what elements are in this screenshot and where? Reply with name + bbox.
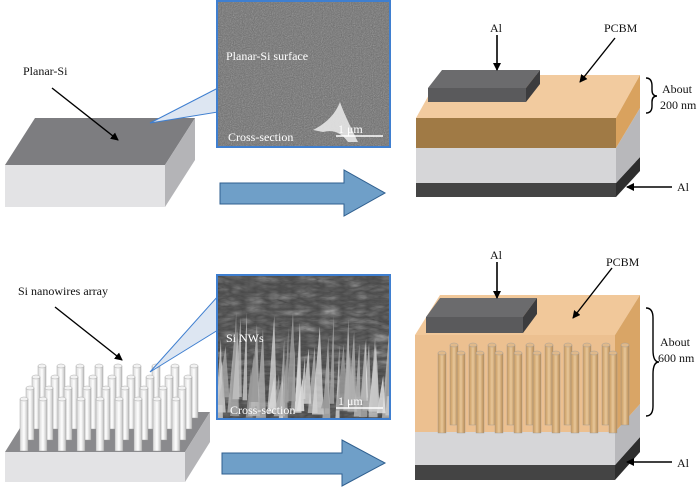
embedded-nanowire — [582, 342, 592, 426]
pcbm-pointer-2 — [572, 267, 613, 319]
sem-spike — [273, 381, 286, 417]
process-arrow-bottom — [221, 439, 387, 487]
thickness-value-1: 200 nm — [660, 98, 697, 112]
sem-scale-label-2: 1 μm — [338, 394, 363, 408]
nanowire — [76, 396, 86, 452]
embedded-nanowire — [589, 350, 599, 434]
al-top-label-1: Al — [490, 21, 502, 35]
embedded-nanowire — [620, 342, 630, 426]
planar-device — [416, 70, 640, 197]
embedded-nanowire — [475, 350, 485, 434]
embedded-nanowire — [494, 350, 504, 434]
sem-spike — [368, 344, 380, 412]
embedded-nanowire — [449, 342, 459, 426]
thickness-brace-2 — [645, 307, 660, 417]
sem-callout-bottom — [149, 294, 219, 373]
sem-cross-section-label-2: Cross-section — [230, 403, 296, 417]
thickness-about-2: About — [660, 335, 690, 349]
sem-spike — [385, 381, 389, 416]
embedded-nanowire — [525, 342, 535, 426]
sem-spike — [381, 332, 389, 418]
sem-image-nanowires: Si NWs Cross-section 1 μm — [216, 274, 391, 420]
embedded-nanowire — [544, 342, 554, 426]
embedded-nanowire — [468, 342, 478, 426]
sem-cross-section-label: Cross-section — [228, 130, 294, 144]
sem-spike — [344, 347, 353, 406]
embedded-nanowire — [563, 342, 573, 426]
thickness-value-2: 600 nm — [658, 351, 695, 365]
pcbm-label-2: PCBM — [606, 255, 640, 269]
planar-si-block — [5, 118, 195, 207]
sem-spike — [321, 382, 330, 409]
nanowire — [38, 396, 48, 452]
sem-spike — [242, 312, 248, 401]
al-top-label-2: Al — [490, 248, 502, 262]
embedded-nanowire — [456, 350, 466, 434]
nanowire — [171, 396, 181, 452]
sem-callout-top — [149, 87, 219, 124]
sem-spike — [218, 378, 225, 405]
sem-spike — [232, 329, 240, 400]
al-bottom-label-2: Al — [677, 456, 689, 470]
sem-nw-label: Si NWs — [226, 331, 264, 345]
sem-spike — [358, 342, 368, 417]
embedded-nanowire — [487, 342, 497, 426]
sem-spike — [353, 343, 361, 417]
embedded-nanowire — [506, 342, 516, 426]
sem-spike — [302, 348, 312, 404]
thickness-about-1: About — [662, 82, 692, 96]
nanowire — [177, 385, 187, 441]
sem-spike — [248, 347, 259, 402]
nanowire — [114, 396, 124, 452]
pcbm-label-1: PCBM — [604, 21, 638, 35]
embedded-nanowires — [437, 342, 630, 434]
nanowire-array — [19, 363, 199, 452]
nanowire-pointer — [54, 306, 123, 361]
embedded-nanowire — [551, 350, 561, 434]
sem-scale-label: 1 μm — [338, 122, 363, 136]
thickness-brace-1 — [645, 77, 658, 114]
embedded-nanowire — [601, 342, 611, 426]
sem-spike — [294, 322, 302, 413]
nanowire — [133, 396, 143, 452]
sem-spike — [389, 326, 391, 420]
nanowires-array-label: Si nanowires array — [18, 284, 108, 298]
embedded-nanowire — [608, 350, 618, 434]
embedded-nanowire — [532, 350, 542, 434]
nanowire — [57, 396, 67, 452]
sem-texture-planar — [218, 2, 389, 146]
nanowire — [19, 396, 29, 452]
sem-texture-nanowires — [218, 276, 391, 420]
sem-nanowire-spikes — [218, 311, 391, 420]
planar-si-pointer — [51, 87, 119, 141]
sem-spike — [284, 327, 289, 403]
nanowire — [95, 396, 105, 452]
nanowire — [152, 396, 162, 452]
embedded-nanowire — [513, 350, 523, 434]
sem-spike — [311, 326, 324, 415]
embedded-nanowire — [570, 350, 580, 434]
sem-image-planar: Planar-Si surface Cross-section 1 μm — [216, 0, 391, 148]
embedded-nanowire — [437, 350, 447, 434]
al-bottom-label-1: Al — [677, 180, 689, 194]
pcbm-pointer-1 — [579, 37, 616, 83]
sem-spike — [329, 315, 335, 404]
nanowire-device — [415, 295, 640, 480]
sem-spike — [286, 311, 296, 402]
process-arrow-top — [219, 169, 387, 217]
sem-spike — [267, 376, 277, 414]
planar-si-label: Planar-Si — [23, 64, 68, 78]
sem-surface-label: Planar-Si surface — [226, 49, 309, 63]
